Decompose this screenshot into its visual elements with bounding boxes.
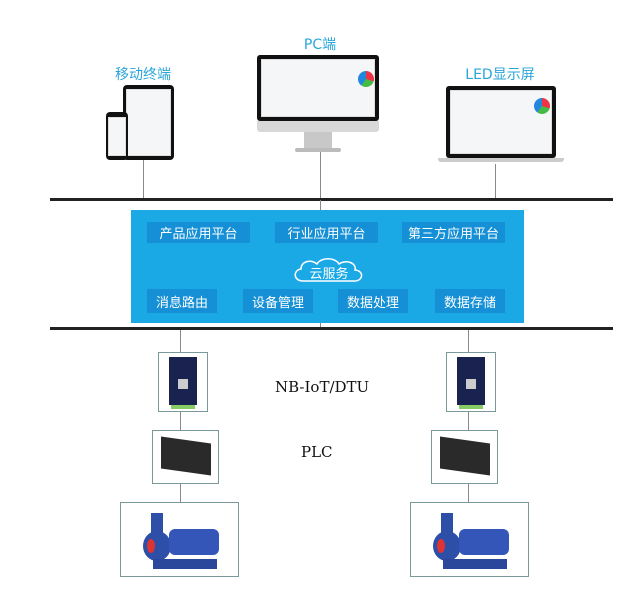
platform-box: 产品应用平台 (147, 222, 250, 243)
pump-right (410, 502, 529, 577)
laptop-icon (438, 86, 564, 164)
plc-icon (161, 436, 211, 476)
label-led: LED显示屏 (465, 67, 535, 83)
platform-box: 行业应用平台 (275, 222, 378, 243)
connector-line (495, 164, 496, 199)
service-box: 设备管理 (243, 289, 313, 313)
service-box: 消息路由 (147, 289, 217, 313)
plc-device-right (431, 430, 498, 484)
platform-box: 第三方应用平台 (402, 222, 505, 243)
dtu-icon (169, 357, 197, 405)
label-gateway: NB-IoT/DTU (275, 378, 370, 396)
cloud-services-panel: 产品应用平台 行业应用平台 第三方应用平台 云服务 消息路由 设备管理 数据处理… (131, 210, 524, 323)
connector-line (143, 160, 144, 199)
label-mobile: 移动终端 (115, 67, 171, 83)
plc-device-left (152, 430, 219, 484)
service-box: 数据处理 (338, 289, 408, 313)
monitor-icon (257, 55, 379, 155)
dtu-device-right (446, 352, 496, 412)
pump-icon (433, 511, 513, 571)
pump-icon (143, 511, 223, 571)
connector-line (180, 330, 181, 502)
dtu-icon (457, 357, 485, 405)
cloud-icon: 云服务 (291, 256, 367, 286)
label-pc: PC端 (303, 37, 337, 53)
tablet-icon (123, 85, 174, 160)
top-bus-line (50, 198, 613, 201)
service-box: 数据存储 (435, 289, 505, 313)
phone-icon (106, 112, 128, 160)
connector-line (468, 330, 469, 502)
label-plc: PLC (301, 443, 333, 461)
dtu-device-left (158, 352, 208, 412)
plc-icon (440, 436, 490, 476)
cloud-title: 云服务 (309, 267, 349, 282)
pump-left (120, 502, 239, 577)
bottom-bus-line (50, 327, 613, 330)
connector-line (320, 152, 321, 199)
